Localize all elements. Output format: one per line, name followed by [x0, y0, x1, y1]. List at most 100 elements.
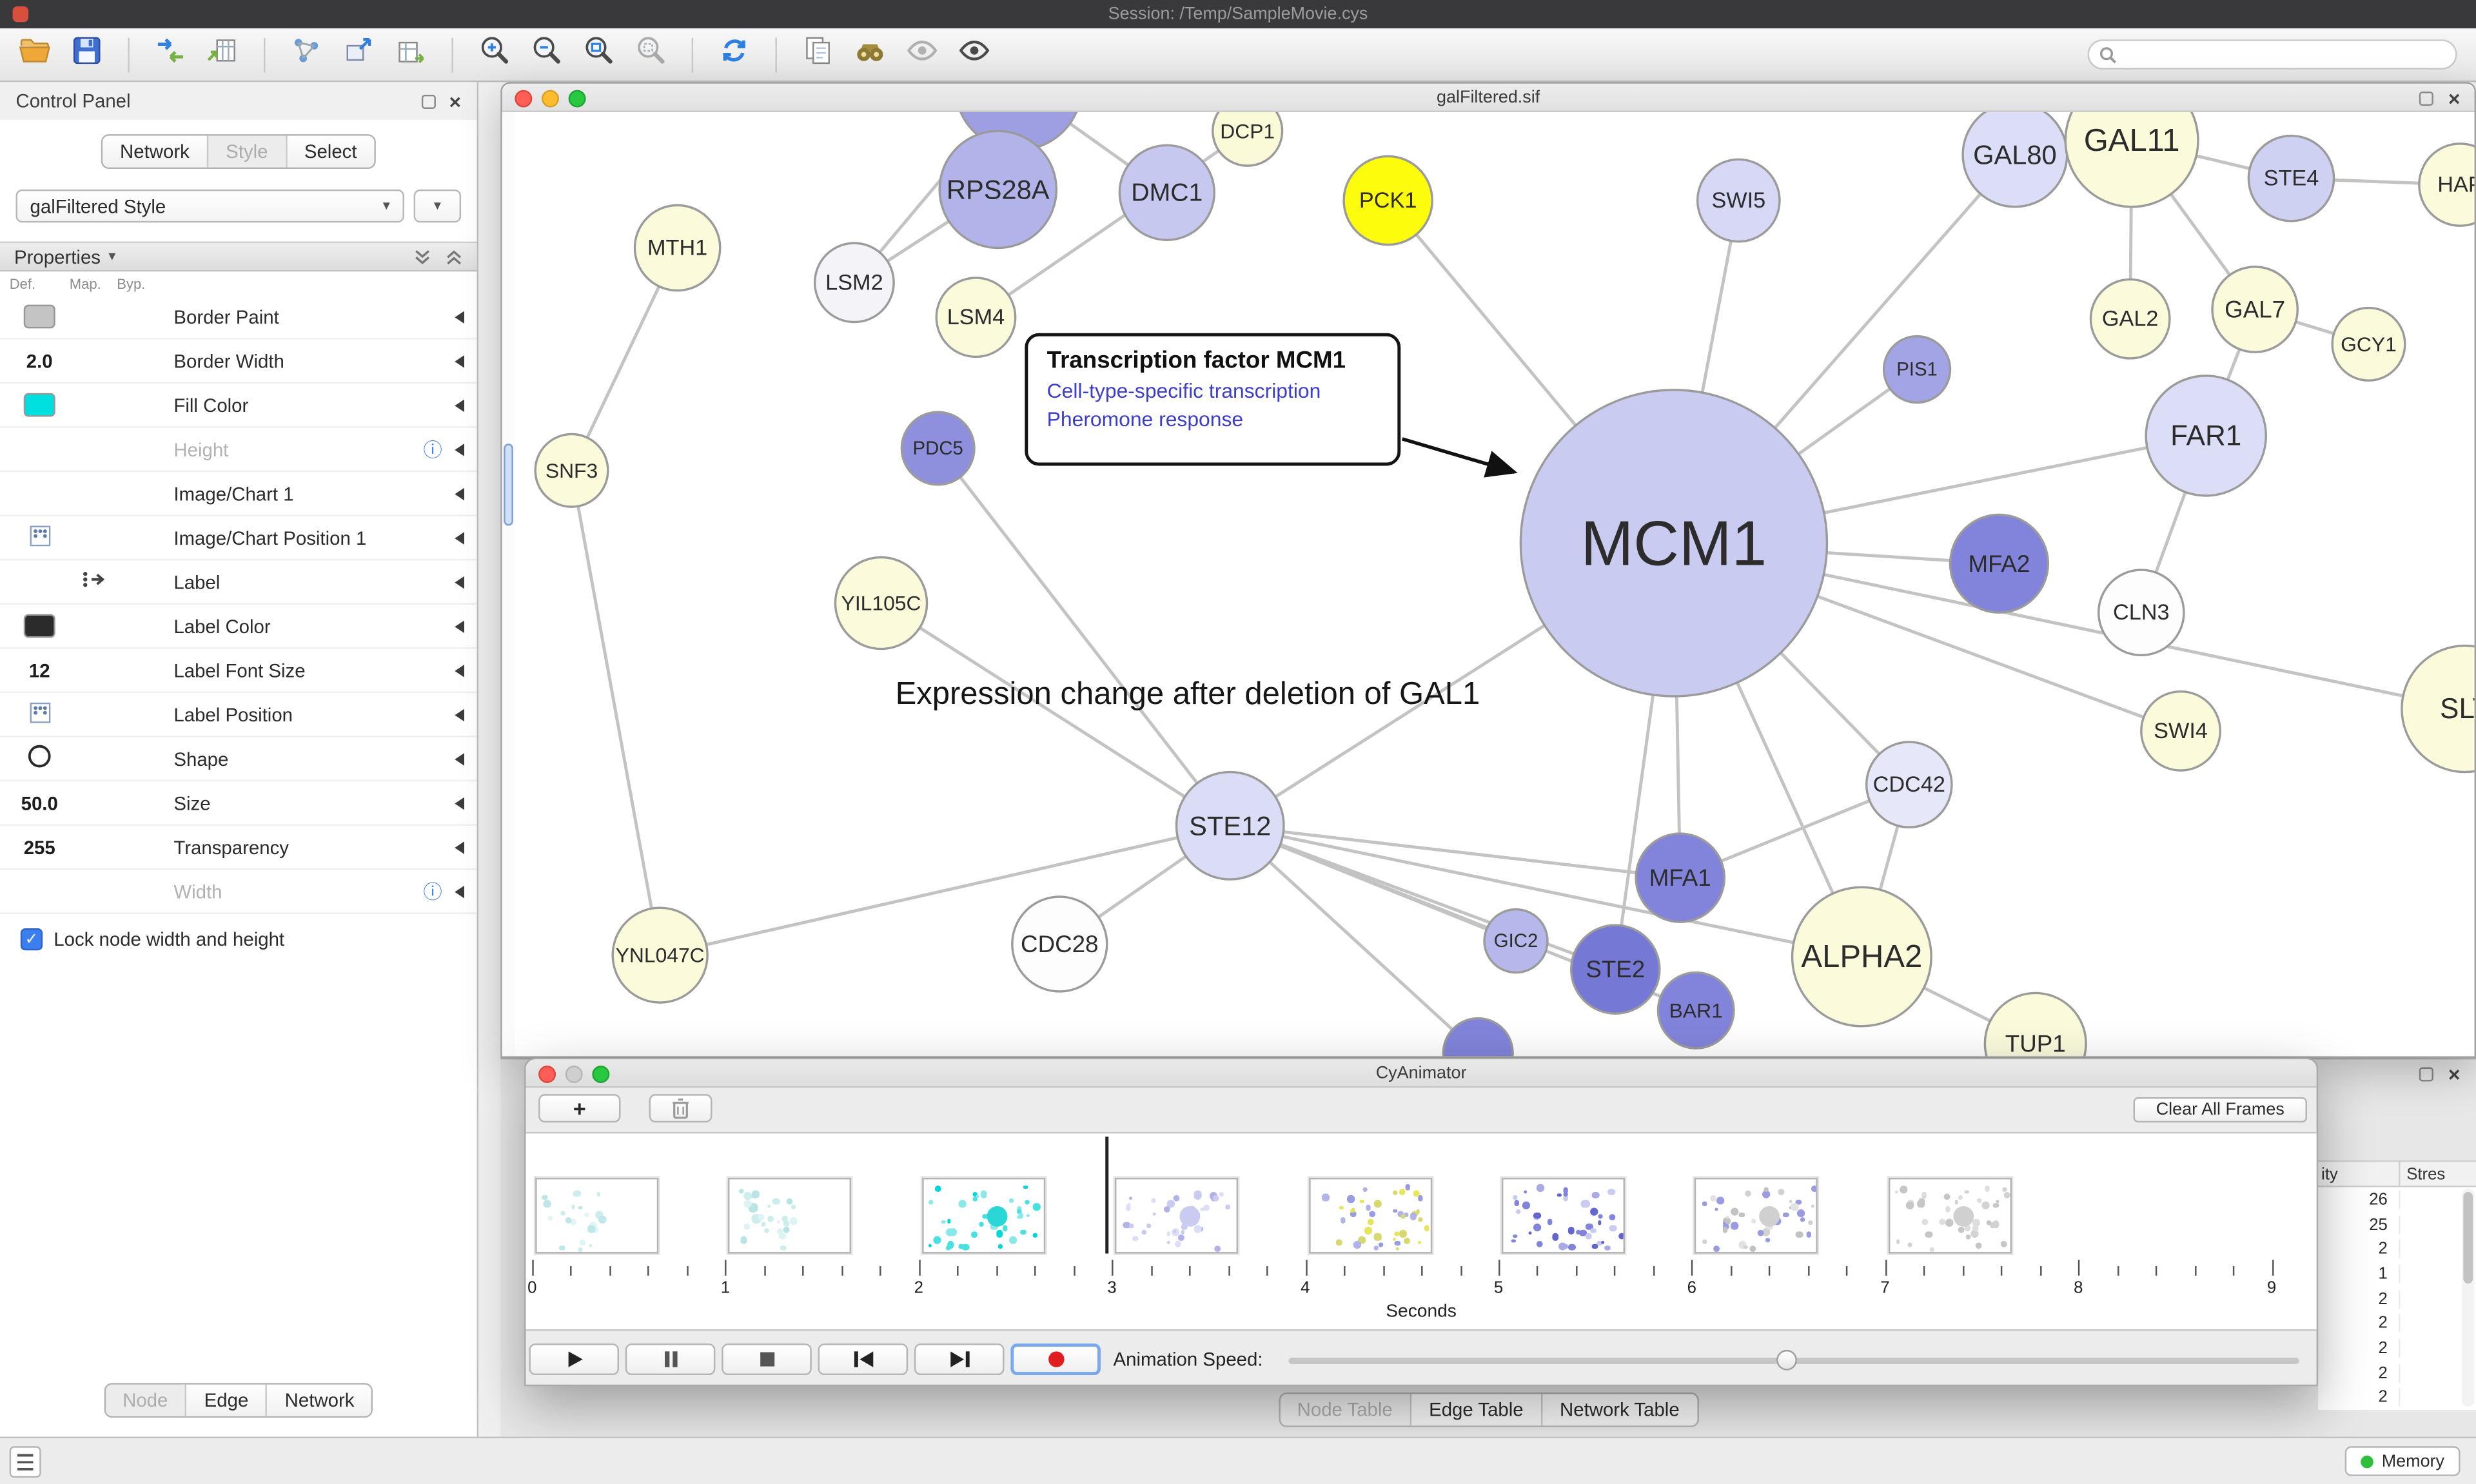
properties-header[interactable]: Properties ▾ [0, 241, 477, 272]
lock-node-size-row[interactable]: ✓ Lock node width and height [0, 914, 477, 951]
node-PDC5[interactable] [900, 411, 976, 486]
canvas-left-scrollbar[interactable] [502, 112, 515, 1057]
edge-STE12-YIL105C[interactable] [880, 601, 1232, 827]
expand-left-icon[interactable] [455, 531, 465, 544]
map-cell[interactable] [70, 570, 117, 594]
table-row[interactable]: 2 [2318, 1236, 2476, 1261]
close-window-icon[interactable] [515, 89, 533, 107]
node-GAL2[interactable] [2089, 278, 2171, 360]
edge-SNF3-YNL047C[interactable] [570, 470, 662, 956]
table-row[interactable]: 2 [2318, 1286, 2476, 1311]
edge-STE12-YNL047C[interactable] [660, 824, 1231, 957]
def-cell[interactable] [10, 304, 70, 329]
style-options-button[interactable]: ▾ [413, 189, 462, 223]
frame-thumbnail-6[interactable] [1501, 1177, 1626, 1254]
property-row-label[interactable]: Label [0, 560, 477, 605]
edge-STE12-ALPHA2[interactable] [1230, 824, 1862, 959]
export-network-button[interactable] [340, 35, 378, 73]
stop-button[interactable] [722, 1343, 812, 1376]
node-STE12[interactable] [1175, 770, 1285, 881]
show-all-button[interactable] [956, 35, 994, 73]
frame-thumbnail-7[interactable] [1695, 1177, 1818, 1254]
label-color-swatch[interactable] [23, 614, 55, 638]
node-SNF3[interactable] [534, 433, 609, 508]
node-MFA1[interactable] [1635, 832, 1726, 923]
property-row-fill-color[interactable]: Fill Color [0, 384, 477, 428]
expand-left-icon[interactable] [455, 663, 465, 677]
play-button[interactable] [529, 1343, 620, 1376]
frame-thumbnail-5[interactable] [1308, 1177, 1432, 1254]
property-row-image-chart-1[interactable]: Image/Chart 1 [0, 472, 477, 516]
minimize-window-icon[interactable] [565, 1064, 583, 1082]
frame-thumbnail-1[interactable] [535, 1177, 659, 1254]
table-row[interactable]: 26 [2318, 1187, 2476, 1212]
zoom-fit-button[interactable] [580, 35, 618, 73]
edge-STE12-MFA1[interactable] [1230, 824, 1680, 880]
zoom-out-button[interactable] [527, 35, 565, 73]
scrollbar-thumb[interactable] [504, 444, 513, 526]
expand-left-icon[interactable] [455, 575, 465, 589]
def-cell[interactable]: 12 [10, 659, 70, 681]
clear-all-frames-button[interactable]: Clear All Frames [2133, 1097, 2307, 1123]
export-table-button[interactable] [391, 35, 429, 73]
status-menu-button[interactable] [9, 1446, 41, 1478]
property-row-image-chart-position-1[interactable]: Image/Chart Position 1 [0, 516, 477, 561]
def-cell[interactable]: 2.0 [10, 349, 70, 371]
def-cell[interactable]: 255 [10, 836, 70, 858]
import-table-button[interactable] [204, 35, 242, 73]
close-view-icon[interactable]: × [2448, 86, 2461, 111]
expand-left-icon[interactable] [455, 487, 465, 500]
expand-left-icon[interactable] [455, 796, 465, 810]
node-ALPHA2[interactable] [1791, 886, 1932, 1028]
edge-STE12-BOTCUT[interactable] [1229, 825, 1479, 1055]
edge-PDC5-STE12[interactable] [936, 447, 1232, 827]
node-GIC2[interactable] [1483, 908, 1549, 974]
node-HAP[interactable] [2418, 142, 2475, 227]
frame-thumbnail-4[interactable] [1115, 1177, 1239, 1254]
tab-node-table[interactable]: Node Table [1279, 1394, 1410, 1426]
expand-all-icon[interactable] [446, 247, 463, 266]
close-window-icon[interactable] [538, 1064, 556, 1082]
node-SWI4[interactable] [2140, 690, 2221, 772]
add-frame-button[interactable]: + [538, 1094, 621, 1123]
node-RPS28A[interactable] [938, 130, 1058, 249]
tab-network[interactable]: Network [103, 135, 207, 168]
close-panel-icon[interactable]: × [2448, 1061, 2461, 1086]
border-paint-swatch[interactable] [23, 304, 55, 329]
frame-thumbnail-8[interactable] [1888, 1177, 2012, 1254]
frame-thumbnail-3[interactable] [921, 1177, 1045, 1254]
cyanimator-titlebar[interactable]: CyAnimator [526, 1059, 2317, 1088]
node-GAL11[interactable] [2064, 112, 2199, 208]
delete-frame-button[interactable] [649, 1094, 712, 1123]
node-CDC42[interactable] [1865, 741, 1953, 828]
annotation-link[interactable]: Pheromone response [1046, 407, 1244, 431]
node-STE2[interactable] [1570, 924, 1661, 1015]
pause-button[interactable] [625, 1343, 716, 1376]
property-row-border-paint[interactable]: Border Paint [0, 295, 477, 340]
float-view-icon[interactable] [2419, 92, 2434, 106]
tab-edge[interactable]: Edge [185, 1384, 266, 1416]
close-panel-icon[interactable]: × [449, 89, 462, 113]
table-row[interactable]: 25 [2318, 1212, 2476, 1236]
node-YIL105C[interactable] [834, 556, 928, 650]
import-network-button[interactable] [152, 35, 190, 73]
def-cell[interactable] [10, 525, 70, 550]
table-row[interactable]: 2 [2318, 1336, 2476, 1360]
tab-network-table[interactable]: Network Table [1540, 1394, 1697, 1426]
expand-left-icon[interactable] [455, 354, 465, 367]
expand-left-icon[interactable] [455, 708, 465, 721]
node-MTH1[interactable] [633, 204, 722, 292]
checkbox-checked-icon[interactable]: ✓ [20, 928, 43, 951]
save-session-button[interactable] [68, 35, 106, 73]
def-cell[interactable] [10, 701, 70, 727]
fill-color-swatch[interactable] [23, 393, 55, 417]
property-row-shape[interactable]: Shape [0, 737, 477, 782]
annotation-link[interactable]: Cell-type-specific transcription [1046, 378, 1321, 403]
node-CDC28[interactable] [1011, 895, 1108, 993]
